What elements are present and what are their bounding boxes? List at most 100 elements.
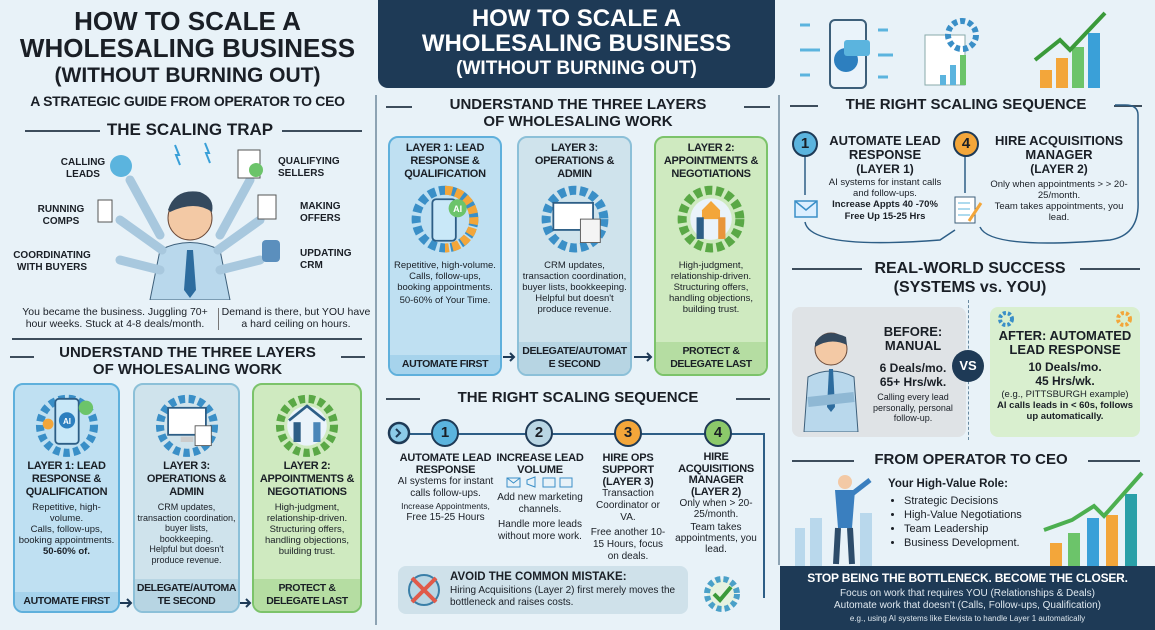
growth-bar xyxy=(1068,533,1080,566)
layer-card-2: LAYER 2: APPOINTMENTS & NEGOTIATIONS Hig… xyxy=(654,136,768,376)
document-gear-growth-icon xyxy=(924,18,979,86)
banner-line: Automate work that doesn't (Calls, Follo… xyxy=(833,600,1102,611)
step-number: 1 xyxy=(792,131,818,157)
checklist-pencil-icon xyxy=(954,196,983,224)
card-title: LAYER 2: APPOINTMENTS & NEGOTIATIONS xyxy=(663,142,759,180)
trap-caption: You became the business. Juggling 70+ ho… xyxy=(22,306,208,330)
card-description: Repetitive, high-volume. Calls, follow-u… xyxy=(394,260,496,306)
left-subtitle: A STRATEGIC GUIDE FROM OPERATOR TO CEO xyxy=(30,93,345,109)
arrow-right-icon xyxy=(240,598,252,608)
sequence-connector-lines xyxy=(804,104,1139,244)
right-step-4: HIRE ACQUISITIONS MANAGER(LAYER 2)Only w… xyxy=(990,133,1128,224)
card-description: CRM updates, transaction coordination, b… xyxy=(522,260,627,315)
ai-phone-gear-icon: AI xyxy=(35,394,98,457)
trap-label: RUNNING COMPS xyxy=(37,204,85,227)
mistake-title: AVOID THE COMMON MISTAKE: xyxy=(450,571,627,583)
card-action: AUTOMATE FIRST xyxy=(390,355,500,374)
gear-icon xyxy=(998,311,1014,327)
growth-bar xyxy=(1087,518,1099,566)
computer-documents-gear-icon xyxy=(541,185,608,253)
card-action: PROTECT & DELEGATE LAST xyxy=(656,342,766,374)
card-description: High-judgment, relationship-driven. Stru… xyxy=(669,260,753,315)
envelope-icon xyxy=(794,200,818,218)
growth-arrow xyxy=(1043,471,1144,532)
layer-card-3: LAYER 3: OPERATIONS & ADMIN CRM updates,… xyxy=(133,383,240,613)
trap-label: QUALIFYING SELLERS xyxy=(278,156,340,179)
trap-label: COORDINATING WITH BUYERS xyxy=(13,250,91,273)
role-item: Business Development. xyxy=(904,536,1040,550)
section-heading-sequence: THE RIGHT SCALING SEQUENCE xyxy=(457,389,699,406)
svg-text:AI: AI xyxy=(62,417,70,426)
vs-badge: VS xyxy=(952,350,984,382)
computer-documents-gear-icon xyxy=(155,394,218,457)
closing-banner: STOP BEING THE BOTTLENECK. BECOME THE CL… xyxy=(780,566,1155,630)
stressed-person-illustration xyxy=(97,142,280,300)
section-heading-success: REAL-WORLD SUCCESS(SYSTEMS vs. YOU) xyxy=(874,260,1066,296)
sequence-start-icon xyxy=(387,421,411,445)
x-mark-icon xyxy=(408,574,440,606)
high-value-role: Your High-Value Role: Strategic Decision… xyxy=(888,478,1040,550)
step-number: 1 xyxy=(431,419,459,447)
card-description: CRM updates, transaction coordination, b… xyxy=(137,502,236,565)
gear-icon xyxy=(1116,311,1132,327)
card-description: High-judgment, relationship-driven.Struc… xyxy=(265,502,349,557)
layer-card-2: LAYER 2: APPOINTMENTS & NEGOTIATIONS Hig… xyxy=(252,383,362,613)
column-divider xyxy=(778,95,780,565)
card-action: DELEGATE/AUTOMATE SECOND xyxy=(135,579,238,611)
growth-chart-illustration xyxy=(1043,471,1144,566)
growth-bar-chart-icon xyxy=(1033,11,1107,88)
growth-bar xyxy=(1106,515,1118,566)
marketing-channel-icons xyxy=(506,476,573,488)
card-title: LAYER 3: OPERATIONS & ADMIN xyxy=(146,460,227,498)
card-title: LAYER 1: LEAD RESPONSE & QUALIFICATION xyxy=(25,460,108,498)
tired-person-illustration xyxy=(803,332,859,432)
step-number: 4 xyxy=(704,419,732,447)
arrow-right-icon xyxy=(120,598,133,608)
gear-checkmark-icon xyxy=(704,576,740,612)
section-heading-scaling-trap: THE SCALING TRAP xyxy=(106,120,274,139)
phone-data-icon xyxy=(800,19,893,89)
growth-bar xyxy=(1050,543,1062,566)
ceo-person-city-illustration xyxy=(795,475,872,566)
layer-card-3: LAYER 3: OPERATIONS & ADMIN CRM updates,… xyxy=(517,136,632,376)
step-number: 4 xyxy=(953,131,979,157)
right-step-1: AUTOMATE LEAD RESPONSE(LAYER 1)AI system… xyxy=(828,133,942,223)
sequence-step-2: INCREASE LEAD VOLUME Add new marketing c… xyxy=(496,452,584,542)
card-action: AUTOMATE FIRST xyxy=(15,592,118,611)
role-item: Team Leadership xyxy=(904,522,1040,536)
card-description: Repetitive, high-volume.Calls, follow-up… xyxy=(18,502,115,557)
step-number: 3 xyxy=(614,419,642,447)
role-item: Strategic Decisions xyxy=(904,494,1040,508)
section-heading-sequence: THE RIGHT SCALING SEQUENCE xyxy=(845,96,1087,113)
sequence-step-4: HIRE ACQUISITIONS MANAGER (LAYER 2)Only … xyxy=(675,451,757,555)
trap-label: MAKING OFFERS xyxy=(300,201,341,224)
growth-bar xyxy=(1125,494,1137,566)
trap-caption: Demand is there, but YOU have a hard cei… xyxy=(221,306,371,330)
common-mistake-box: AVOID THE COMMON MISTAKE: Hiring Acquisi… xyxy=(398,566,688,614)
card-title: LAYER 2: APPOINTMENTS & NEGOTIATIONS xyxy=(259,460,355,498)
handshake-house-gear-icon xyxy=(275,394,339,457)
layer-card-1: AI LAYER 1: LEAD RESPONSE & QUALIFICATIO… xyxy=(13,383,120,613)
column-divider xyxy=(375,95,377,625)
mistake-text: Hiring Acquisitions (Layer 2) first mere… xyxy=(450,585,676,608)
banner-line: e.g., using AI systems like Elevista to … xyxy=(849,614,1086,623)
handshake-house-gear-icon xyxy=(677,185,745,253)
section-heading-ceo: FROM OPERATOR TO CEO xyxy=(874,451,1068,468)
banner-line: Focus on work that requires YOU (Relatio… xyxy=(840,588,1095,599)
arrow-right-icon xyxy=(503,352,516,362)
trap-label: CALLING LEADS xyxy=(60,157,106,180)
ai-phone-gear-icon: AI xyxy=(411,185,479,253)
layer-card-1: LAYER 1: LEAD RESPONSE & QUALIFICATION A… xyxy=(388,136,502,376)
step-number: 2 xyxy=(525,419,553,447)
card-title: LAYER 3: OPERATIONS & ADMIN xyxy=(534,142,615,180)
svg-text:AI: AI xyxy=(453,204,462,214)
card-action: PROTECT & DELEGATE LAST xyxy=(254,579,360,611)
header-illustrations xyxy=(800,11,1107,89)
